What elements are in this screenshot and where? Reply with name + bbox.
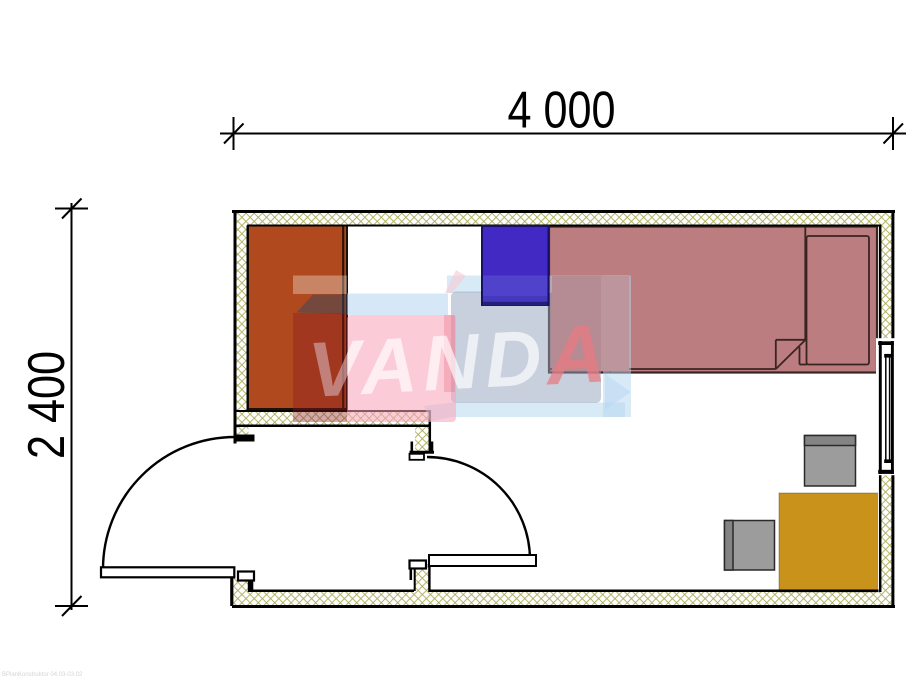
svg-text:A: A <box>542 308 614 403</box>
svg-text:2 400: 2 400 <box>17 351 75 459</box>
svg-text:VAND: VAND <box>306 313 550 414</box>
svg-text:BPlanKonstruktor 04.03-03.02: BPlanKonstruktor 04.03-03.02 <box>2 672 83 678</box>
svg-text:4 000: 4 000 <box>508 81 616 139</box>
